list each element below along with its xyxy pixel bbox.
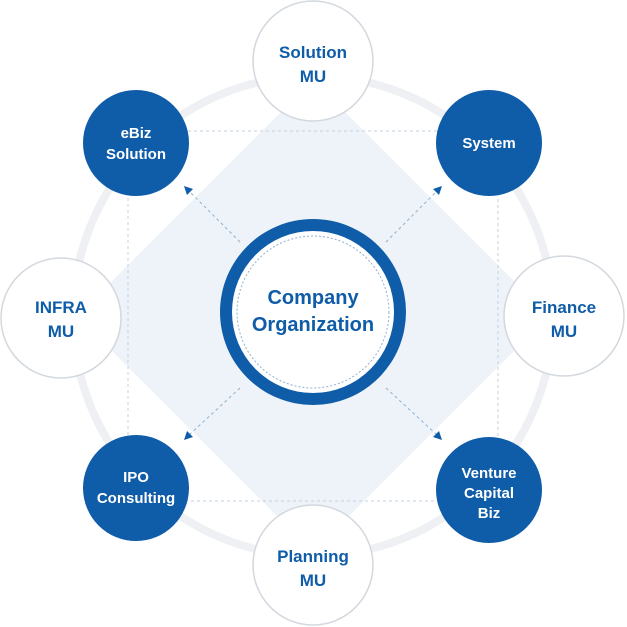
center-title-line1: Company	[267, 287, 359, 309]
node-ipo-consulting-line1: IPO	[123, 469, 149, 486]
node-infra-mu-line1: INFRA	[35, 298, 87, 317]
node-ipo-consulting: IPO Consulting	[83, 435, 189, 541]
node-solution-mu-line2: MU	[300, 67, 326, 86]
node-infra-mu-line2: MU	[48, 322, 74, 341]
node-finance-mu-line1: Finance	[532, 298, 596, 317]
node-venture-capital-biz-line2: Capital	[464, 485, 514, 502]
node-solution-mu: Solution MU	[252, 0, 374, 122]
node-planning-mu-line2: MU	[300, 571, 326, 590]
node-system-line1: System	[462, 135, 515, 152]
node-system: System	[436, 90, 542, 196]
connector-arrows	[188, 190, 438, 436]
center-title-line2: Organization	[252, 314, 374, 336]
node-planning-mu: Planning MU	[252, 504, 374, 626]
dashed-frame	[127, 130, 499, 502]
node-planning-mu-line1: Planning	[277, 547, 349, 566]
node-finance-mu: Finance MU	[503, 255, 625, 377]
node-ebiz-solution: eBiz Solution	[83, 90, 189, 196]
node-ipo-consulting-line2: Consulting	[97, 490, 175, 507]
center-node: Company Organization	[220, 219, 406, 405]
node-venture-capital-biz-line3: Biz	[478, 505, 501, 522]
node-venture-capital-biz: Venture Capital Biz	[436, 437, 542, 543]
node-finance-mu-line2: MU	[551, 322, 577, 341]
node-ebiz-solution-line1: eBiz	[121, 125, 152, 142]
node-solution-mu-line1: Solution	[279, 43, 347, 62]
arrow-head-top-left	[184, 186, 193, 195]
arrow-head-bottom-left	[184, 431, 193, 440]
arrow-head-bottom-right	[433, 431, 442, 440]
node-infra-mu: INFRA MU	[0, 257, 122, 379]
node-ebiz-solution-line2: Solution	[106, 146, 166, 163]
arrow-heads	[184, 186, 442, 440]
arrow-head-top-right	[433, 186, 442, 195]
node-venture-capital-biz-line1: Venture	[461, 465, 516, 482]
